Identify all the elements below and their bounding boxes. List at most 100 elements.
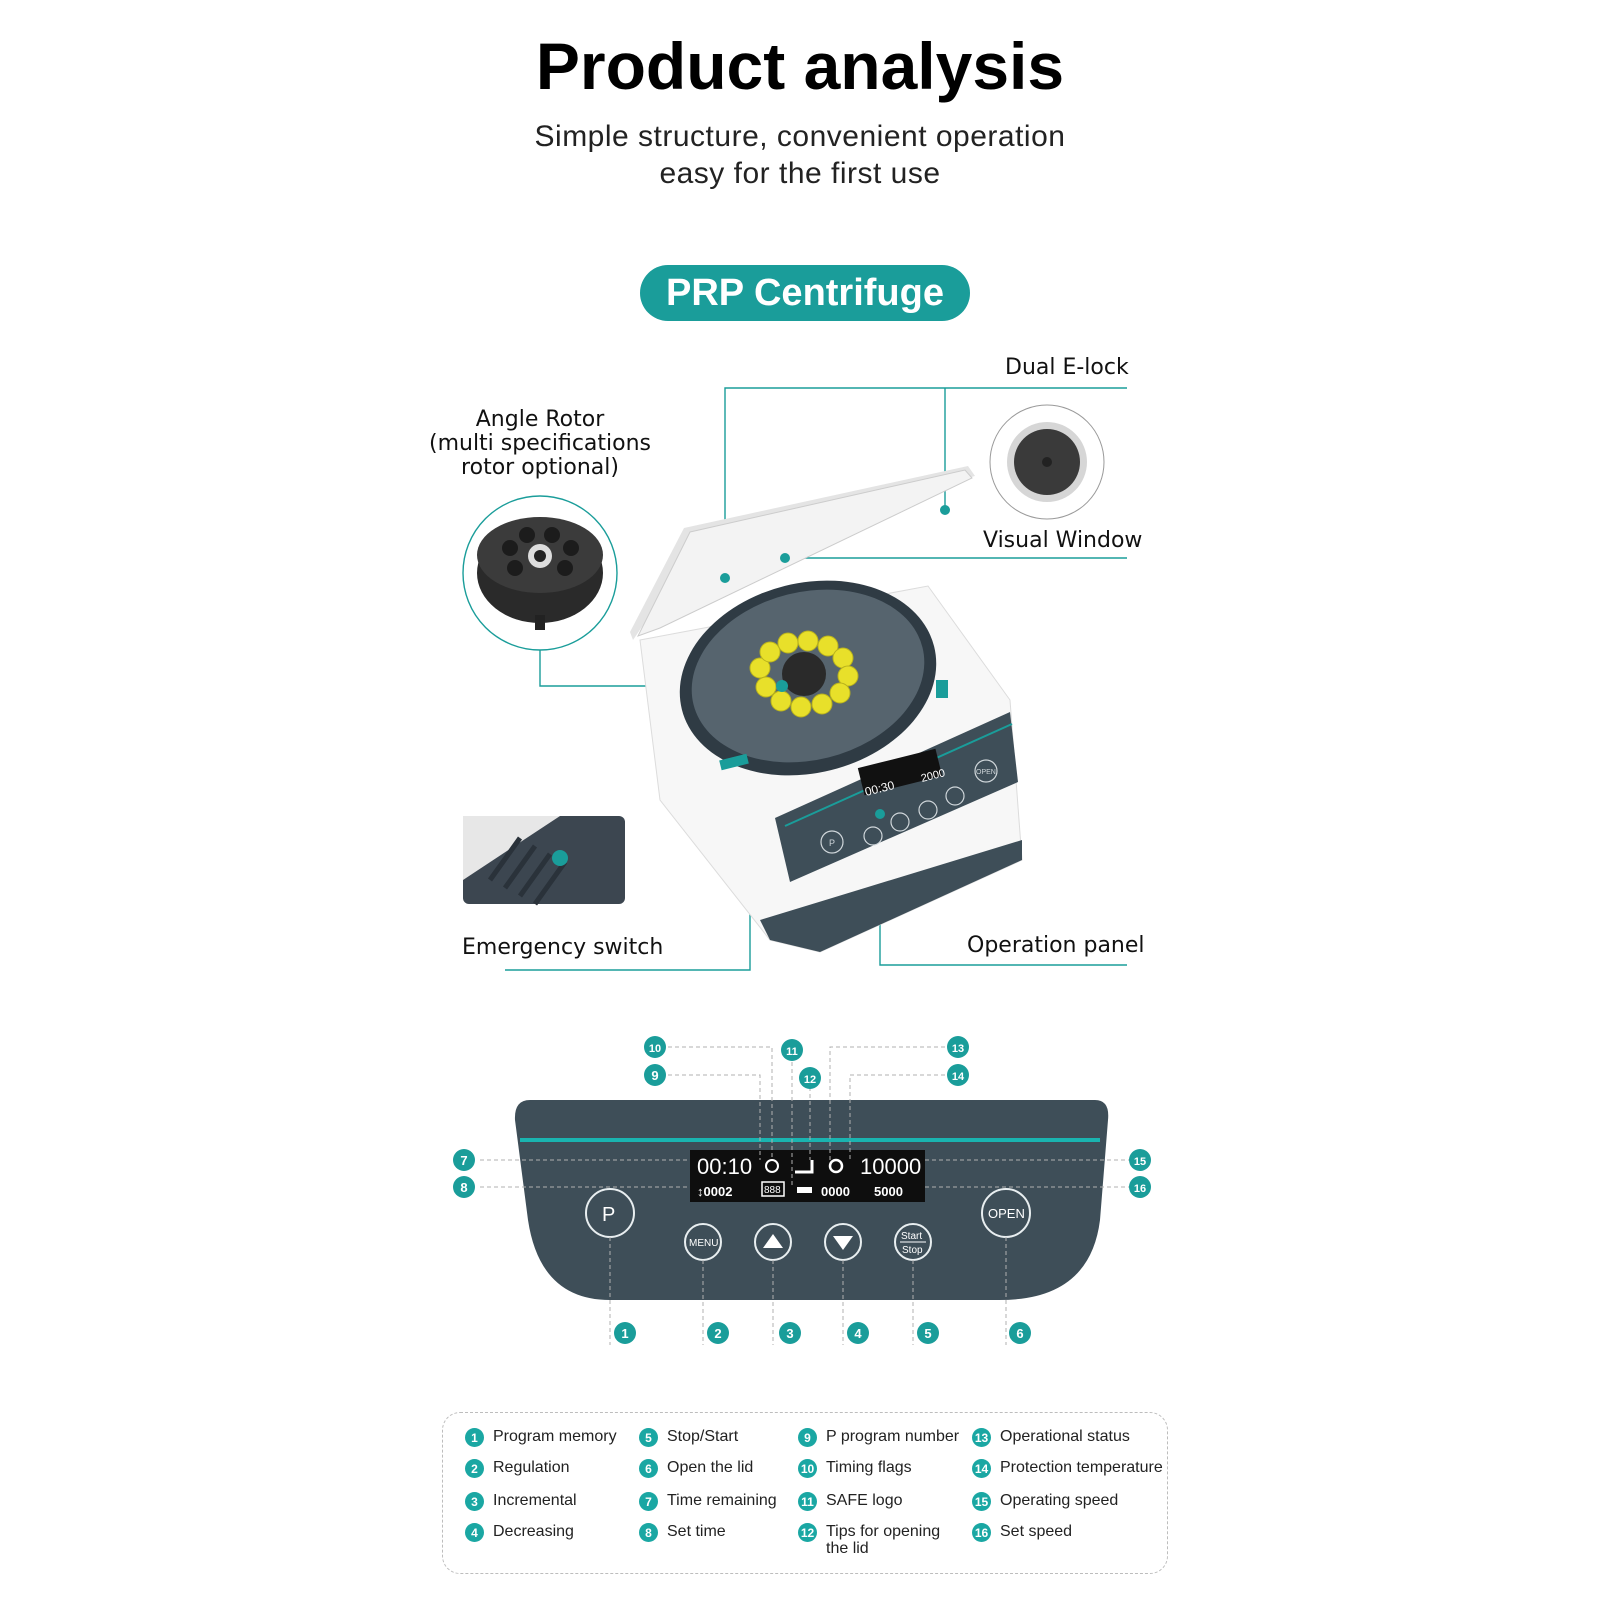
panel-display [690,1150,925,1202]
visual-window-label: Visual Window [983,528,1143,553]
badge-8-circle [453,1176,475,1198]
legend-label: Incremental [493,1492,577,1509]
badge-2: 2 [714,1326,721,1341]
timing-flag-icon [765,1159,779,1173]
button-start-label: Start [901,1231,922,1242]
legend-number: 8 [639,1523,658,1542]
legend-number: 15 [972,1492,991,1511]
legend-label: Time remaining [667,1492,777,1509]
legend-label: Set speed [1000,1523,1073,1540]
legend-number: 13 [972,1428,991,1447]
centrifuge-body: 00:30 2000 P OPEN [630,466,1023,953]
display-set-speed: 5000 [874,1184,903,1199]
display-program: ↕0002 [697,1184,732,1199]
legend-number: 5 [639,1428,658,1447]
badge-6: 6 [1016,1326,1023,1341]
badge-13-circle [947,1036,969,1058]
badge-4: 4 [854,1326,862,1341]
badge-7-circle [453,1149,475,1171]
badge-15-circle [1129,1149,1151,1171]
badge-16: 16 [1134,1183,1146,1195]
angle-rotor-line-2: (multi specifications [428,431,651,456]
angle-rotor-label: Angle Rotor (multi specifications rotor … [415,408,665,480]
legend-item-7: 7 Time remaining [639,1492,809,1511]
angle-rotor-line-1: Angle Rotor [475,407,605,432]
legend-label: Stop/Start [667,1428,739,1445]
device-p-label: P [829,838,835,848]
legend-number: 12 [798,1523,817,1542]
legend-item-1: 1 Program memory [465,1428,635,1447]
display-speed: 10000 [860,1154,921,1179]
legend-label: Regulation [493,1459,570,1476]
lid-bar-icon [797,1187,812,1193]
legend-number: 1 [465,1428,484,1447]
device-speed: 2000 [920,767,947,785]
legend-number: 7 [639,1492,658,1511]
legend-number: 11 [798,1492,817,1511]
legend-box [442,1412,1168,1574]
badge-16-circle [1129,1176,1151,1198]
badge-12: 12 [804,1074,816,1086]
legend-number: 4 [465,1523,484,1542]
centrifuge-illustration: 00:30 2000 P OPEN [462,387,1127,971]
legend-item-5: 5 Stop/Start [639,1428,809,1447]
button-p-label: P [602,1204,615,1226]
badge-5-circle [917,1322,939,1344]
legend-number: 14 [972,1459,991,1478]
badge-3-circle [779,1322,801,1344]
badge-10: 10 [649,1043,661,1055]
badge-13: 13 [952,1043,964,1055]
legend-item-11: 11 SAFE logo [798,1492,968,1511]
legend-label: SAFE logo [826,1492,903,1509]
legend-item-12: 12 Tips for opening the lid [798,1523,968,1557]
badge-11: 11 [786,1046,798,1058]
legend-label: Program memory [493,1428,617,1445]
legend-item-4: 4 Decreasing [465,1523,635,1542]
badge-3: 3 [786,1326,793,1341]
badge-9: 9 [651,1068,658,1083]
badge-15: 15 [1134,1156,1146,1168]
lid-tip-icon [795,1160,814,1174]
angle-rotor-detail [462,495,618,651]
control-panel-diagram: 00:10 ↕0002 888 0000 10000 5000 P MENU S… [453,1036,1151,1345]
legend-number: 2 [465,1459,484,1478]
legend-label: Decreasing [493,1523,574,1540]
emergency-switch-detail [463,816,625,906]
badge-1-circle [614,1322,636,1344]
down-arrow-icon [833,1236,853,1250]
subtitle-line-2: easy for the first use [659,157,941,190]
badge-6-circle [1009,1322,1031,1344]
legend-item-13: 13 Operational status [972,1428,1187,1447]
operation-panel-label: Operation panel [967,933,1145,958]
emergency-switch-line [505,905,751,971]
display-temp: 0000 [821,1184,850,1199]
legend-label: P program number [826,1428,960,1445]
button-menu-label: MENU [689,1238,718,1249]
legend-number: 10 [798,1459,817,1478]
badge-11-circle [781,1039,803,1061]
legend-label: Protection temperature [1000,1459,1163,1476]
legend-label: Open the lid [667,1459,754,1476]
badge-14: 14 [952,1071,965,1083]
badge-4-circle [847,1322,869,1344]
legend-label: Tips for opening the lid [826,1523,941,1557]
legend-label: Set time [667,1523,726,1540]
legend-label: Operating speed [1000,1492,1119,1509]
badge-7: 7 [460,1153,467,1168]
legend-number: 6 [639,1459,658,1478]
up-arrow-icon [763,1234,783,1248]
legend-label: Operational status [1000,1428,1130,1445]
legend-item-2: 2 Regulation [465,1459,635,1478]
badge-10-circle [644,1036,666,1058]
legend-number: 3 [465,1492,484,1511]
legend-item-6: 6 Open the lid [639,1459,809,1478]
display-safe: 888 [764,1185,781,1196]
legend-item-8: 8 Set time [639,1523,809,1542]
badge-8: 8 [460,1180,467,1195]
legend-item-3: 3 Incremental [465,1492,635,1511]
badge-14-circle [947,1064,969,1086]
device-open-label: OPEN [976,769,996,776]
legend-number: 16 [972,1523,991,1542]
